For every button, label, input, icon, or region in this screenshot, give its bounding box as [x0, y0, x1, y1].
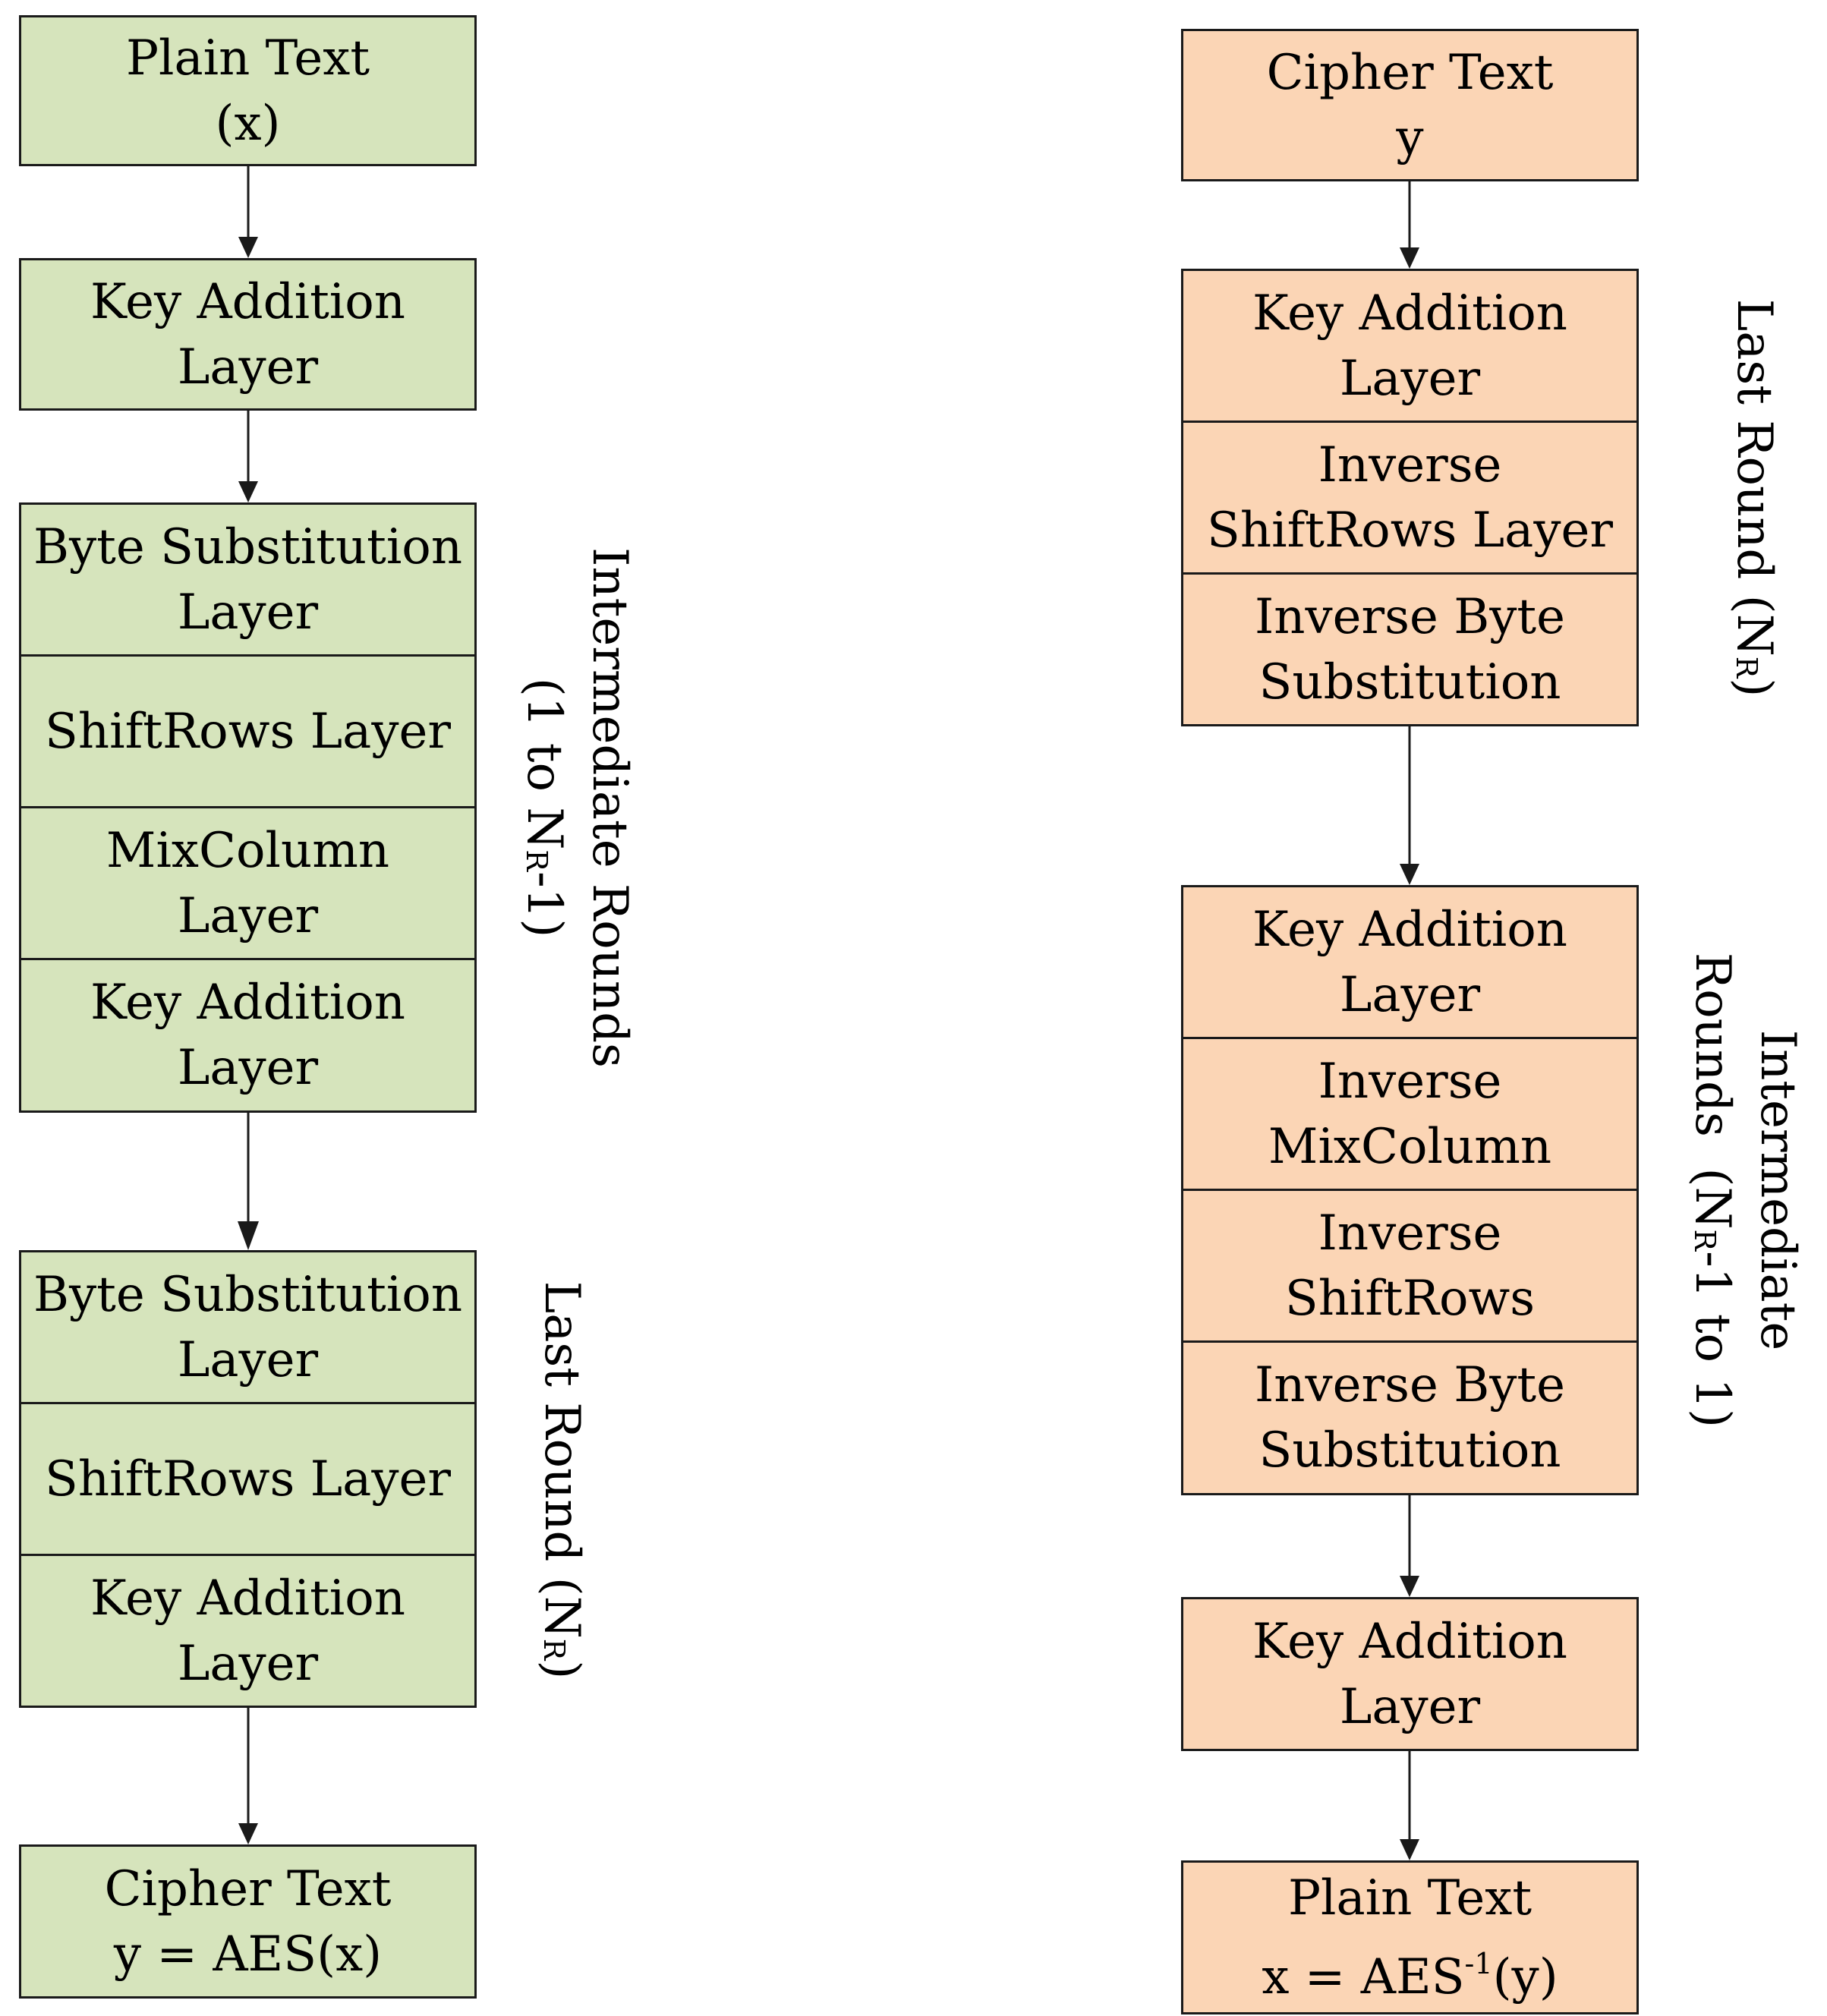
box-label-line1: Inverse	[1318, 1053, 1502, 1110]
box-label-line1: Key Addition	[1252, 901, 1568, 958]
box-label-line1: Key Addition	[90, 1570, 406, 1627]
box-label-line2: Layer	[177, 1635, 319, 1692]
ciphertext-title: Cipher Text	[104, 1860, 392, 1917]
byte-substitution-box: Byte Substitution Layer	[19, 1250, 477, 1404]
encryption-arrows	[238, 165, 259, 1844]
inverse-shiftrows-box: Inverse ShiftRows Layer	[1181, 421, 1639, 575]
box-label-line2: ShiftRows Layer	[1207, 502, 1613, 559]
label-line2: (1 to NR-1)	[516, 677, 572, 938]
label-line2: Rounds (NR-1 to 1)	[1684, 952, 1740, 1429]
initial-key-addition-box: Key Addition Layer	[19, 258, 477, 411]
inverse-byte-substitution-box: Inverse Byte Substitution	[1181, 572, 1639, 726]
plaintext-title: Plain Text	[1287, 1870, 1532, 1926]
box-label-line1: ShiftRows Layer	[45, 703, 451, 760]
decryption-intermediate-rounds-label: Intermediate Rounds (NR-1 to 1)	[1672, 953, 1810, 1428]
box-label-line1: Inverse	[1318, 436, 1502, 493]
final-key-addition-box: Key Addition Layer	[1181, 1597, 1639, 1751]
label-line1: Intermediate Rounds	[581, 547, 638, 1068]
ciphertext-output-box: Cipher Text y = AES(x)	[19, 1844, 477, 1999]
box-label-line1: Inverse Byte	[1255, 1357, 1565, 1413]
inverse-mixcolumn-box: Inverse MixColumn	[1181, 1037, 1639, 1191]
box-label-line2: Substitution	[1258, 654, 1561, 710]
box-label-line1: Inverse	[1318, 1205, 1502, 1262]
box-label-line2: Layer	[1339, 966, 1481, 1023]
box-label-line1: ShiftRows Layer	[45, 1451, 451, 1507]
box-label-line2: MixColumn	[1268, 1118, 1552, 1175]
plaintext-output-box: Plain Text x = AES-1(y)	[1181, 1860, 1639, 2014]
box-label-line1: Key Addition	[90, 975, 406, 1031]
encryption-intermediate-rounds-label: Intermediate Rounds (1 to NR-1)	[504, 547, 642, 1068]
inverse-byte-substitution-box: Inverse Byte Substitution	[1181, 1340, 1639, 1495]
inverse-shiftrows-box: Inverse ShiftRows	[1181, 1189, 1639, 1343]
plaintext-variable: (x)	[215, 95, 281, 152]
box-label-line1: Inverse Byte	[1255, 588, 1565, 645]
shiftrows-box: ShiftRows Layer	[19, 1402, 477, 1556]
ciphertext-variable: y	[1396, 109, 1424, 166]
box-label-line2: ShiftRows	[1284, 1270, 1536, 1327]
final-key-addition-box: Key Addition Layer	[19, 1554, 477, 1708]
ciphertext-input-box: Cipher Text y	[1181, 29, 1639, 181]
key-addition-box: Key Addition Layer	[1181, 885, 1639, 1039]
byte-substitution-box: Byte Substitution Layer	[19, 502, 477, 657]
shiftrows-box: ShiftRows Layer	[19, 654, 477, 808]
box-label-line1: Byte Substitution	[33, 1266, 463, 1323]
label-line1: Last Round (NR)	[534, 1280, 590, 1680]
encryption-last-round-label: Last Round (NR)	[521, 1281, 594, 1680]
box-label-line1: Byte Substitution	[33, 518, 463, 575]
box-label-line2: Layer	[177, 339, 319, 395]
plaintext-formula: x = AES-1(y)	[1262, 1946, 1558, 2005]
box-label-line1: MixColumn	[106, 822, 390, 879]
label-line1: Last Round (NR)	[1726, 298, 1782, 698]
box-label-line2: Layer	[177, 1331, 319, 1388]
box-label-line2: Layer	[177, 584, 319, 641]
ciphertext-title: Cipher Text	[1266, 44, 1554, 101]
ciphertext-formula: y = AES(x)	[113, 1926, 383, 1983]
box-label-line2: Substitution	[1258, 1422, 1561, 1479]
box-label-line2: Layer	[1339, 1678, 1481, 1735]
decryption-last-round-label: Last Round (NR)	[1714, 299, 1787, 698]
round-key-addition-box: Key Addition Layer	[19, 958, 477, 1113]
plaintext-title: Plain Text	[125, 30, 370, 87]
box-label-line1: Key Addition	[90, 273, 406, 330]
box-label-line1: Key Addition	[1252, 285, 1568, 342]
label-line1: Intermediate	[1750, 1029, 1806, 1351]
box-label-line2: Layer	[177, 887, 319, 944]
box-label-line1: Key Addition	[1252, 1613, 1568, 1670]
box-label-line2: Layer	[177, 1040, 319, 1096]
mixcolumn-box: MixColumn Layer	[19, 806, 477, 960]
plaintext-box: Plain Text (x)	[19, 15, 477, 166]
decryption-arrows	[1400, 181, 1419, 1860]
key-addition-box: Key Addition Layer	[1181, 269, 1639, 423]
box-label-line2: Layer	[1339, 350, 1481, 407]
